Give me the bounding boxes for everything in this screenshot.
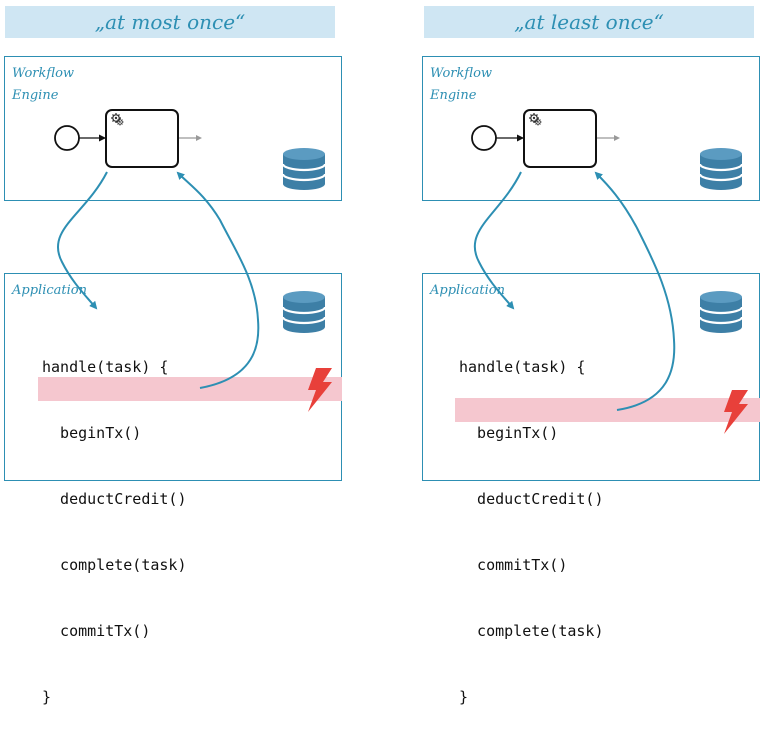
code-line: handle(task) { [42, 358, 169, 376]
code-block-left: handle(task) { beginTx() deductCredit() … [42, 312, 187, 730]
task-label-right: Deduct existing customer credit [532, 127, 588, 146]
code-line: commitTx() [42, 622, 151, 640]
code-line: complete(task) [42, 556, 187, 574]
code-line: handle(task) { [459, 358, 586, 376]
code-block-right: handle(task) { beginTx() deductCredit() … [459, 312, 604, 730]
task-label-left: Deduct existing customer credit [114, 127, 170, 146]
code-line: complete(task) [459, 622, 604, 640]
code-line: beginTx() [459, 424, 559, 442]
title-banner-left: „at most once“ [5, 6, 335, 38]
workflow-engine-label-left: Workflow Engine [12, 66, 75, 103]
application-label-right: Application [430, 283, 505, 298]
code-line: } [459, 688, 469, 706]
title-right: „at least once“ [514, 10, 664, 34]
code-line: deductCredit() [42, 490, 187, 508]
code-line: deductCredit() [459, 490, 604, 508]
code-line: } [42, 688, 52, 706]
code-line: commitTx() [459, 556, 568, 574]
title-banner-right: „at least once“ [424, 6, 754, 38]
application-label-left: Application [12, 283, 87, 298]
title-left: „at most once“ [94, 10, 246, 34]
code-line: beginTx() [42, 424, 142, 442]
workflow-engine-label-right: Workflow Engine [430, 66, 493, 103]
